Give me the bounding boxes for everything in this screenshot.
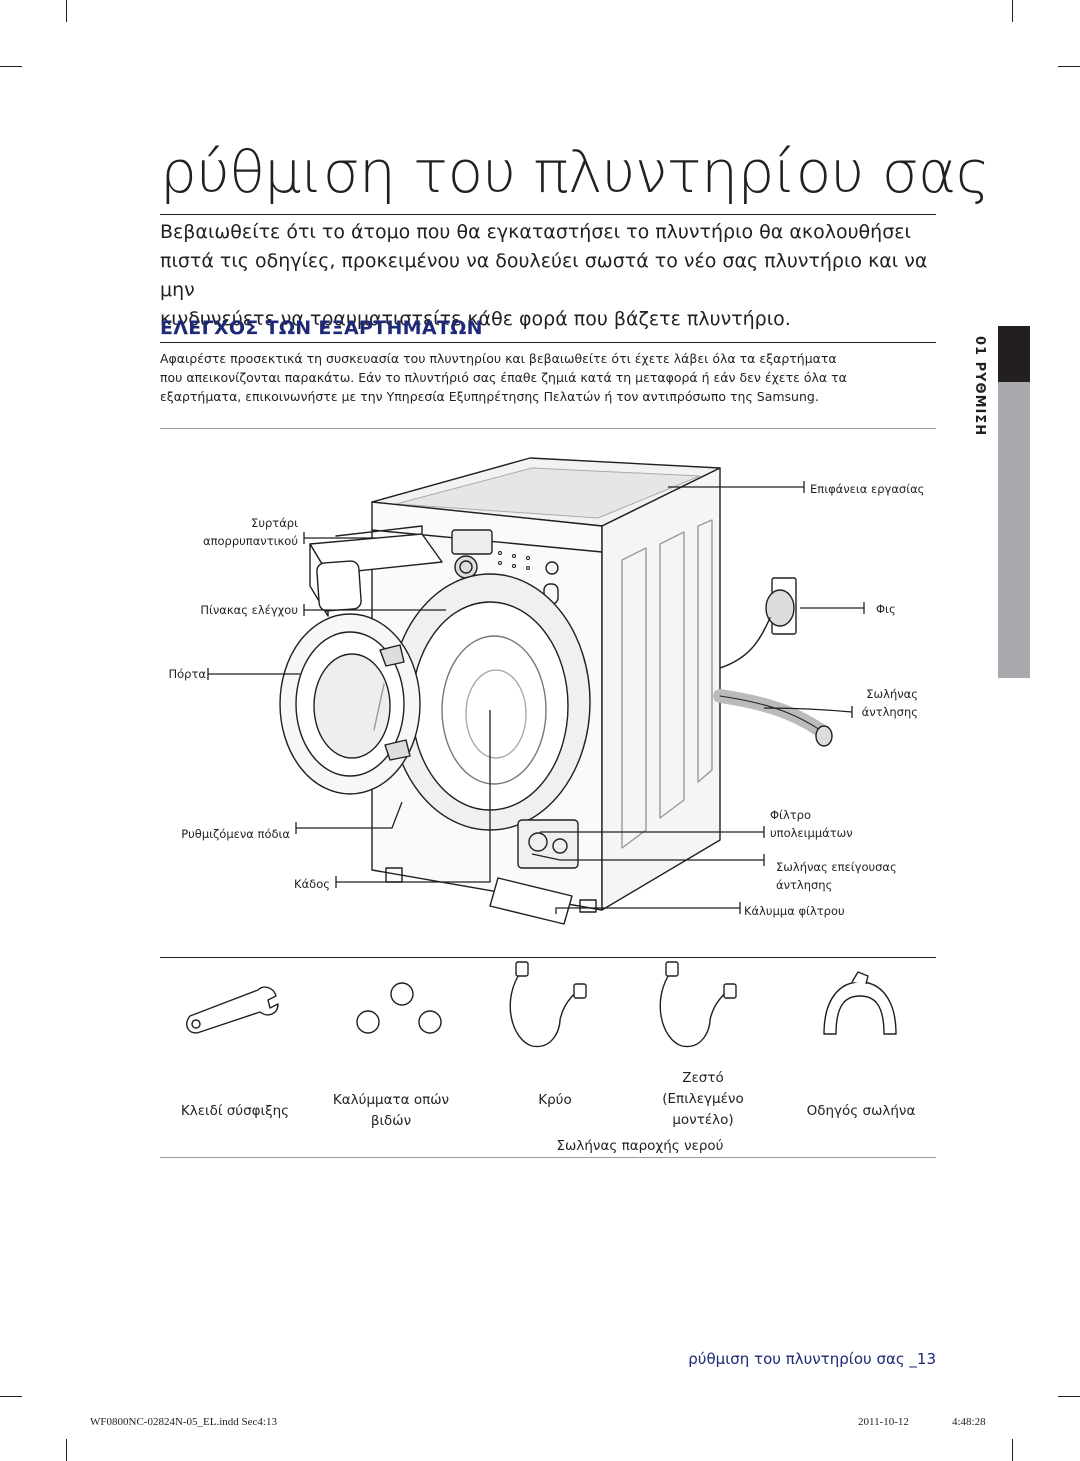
label-plug: Φις <box>876 602 896 616</box>
crop-mark <box>66 1439 67 1461</box>
label-hot-hose: Ζεστό (Επιλεγμένο μοντέλο) <box>662 1070 744 1128</box>
accessories-illustration <box>186 961 897 1048</box>
crop-mark <box>66 0 67 22</box>
label-spanner: Κλειδί σύσφιξης <box>180 1103 290 1119</box>
washing-machine-illustration <box>207 457 865 925</box>
accessories-bottom-rule <box>160 1157 936 1158</box>
accessories-top-rule <box>160 957 936 958</box>
label-worktop: Επιφάνεια εργασίας <box>810 482 925 496</box>
label-water-supply-hose: Σωλήνας παροχής νερού <box>556 1138 724 1154</box>
crop-mark <box>1012 1439 1013 1461</box>
label-door: Πόρτα <box>168 667 207 681</box>
label-drain-hose: Σωλήνας άντλησης <box>861 687 918 719</box>
crop-mark <box>1058 1396 1080 1397</box>
section-rule <box>160 342 936 343</box>
crop-mark <box>1012 0 1013 22</box>
crop-mark <box>0 66 22 67</box>
side-tab: 01 ΡΥΘΜΙΣΗ <box>966 326 998 678</box>
label-bolt-caps: Καλύμματα οπών βιδών <box>332 1092 450 1129</box>
print-slug-time: 4:48:28 <box>952 1416 986 1428</box>
side-tab-label: 01 ΡΥΘΜΙΣΗ <box>972 336 987 437</box>
page-footer: ρύθμιση του πλυντηρίου σας _13 <box>688 1350 936 1368</box>
label-detergent-drawer: Συρτάρι απορρυπαντικού <box>202 516 298 548</box>
crop-mark <box>0 1396 22 1397</box>
side-tab-bar <box>998 382 1030 678</box>
label-filter-cover: Κάλυμμα φίλτρου <box>744 904 845 918</box>
label-drum: Κάδος <box>294 877 330 891</box>
label-adjustable-feet: Ρυθμιζόμενα πόδια <box>181 827 290 841</box>
print-slug-file: WF0800NC-02824N-05_EL.indd Sec4:13 <box>90 1416 277 1428</box>
title-rule <box>160 214 936 215</box>
print-slug-date: 2011-10-12 <box>858 1416 909 1428</box>
crop-mark <box>1058 66 1080 67</box>
page-title: ρύθμιση του πλυντηρίου σας <box>160 138 990 206</box>
label-control-panel: Πίνακας ελέγχου <box>200 603 298 617</box>
side-tab-marker <box>998 326 1030 382</box>
label-cold-hose: Κρύο <box>538 1092 572 1108</box>
section-end-rule <box>160 428 936 429</box>
section-heading: ΕΛΕΓΧΟΣ ΤΩΝ ΕΞΑΡΤΗΜΑΤΩΝ <box>160 317 483 339</box>
label-emergency-drain: Σωλήνας επείγουσας άντλησης <box>776 860 897 892</box>
section-text: Αφαιρέστε προσεκτικά τη συσκευασία του π… <box>160 351 847 404</box>
label-debris-filter: Φίλτρο υπολειμμάτων <box>770 808 853 840</box>
label-hose-guide: Οδηγός σωλήνα <box>806 1103 916 1119</box>
intro-text: Βεβαιωθείτε ότι το άτομο που θα εγκαταστ… <box>160 221 928 330</box>
